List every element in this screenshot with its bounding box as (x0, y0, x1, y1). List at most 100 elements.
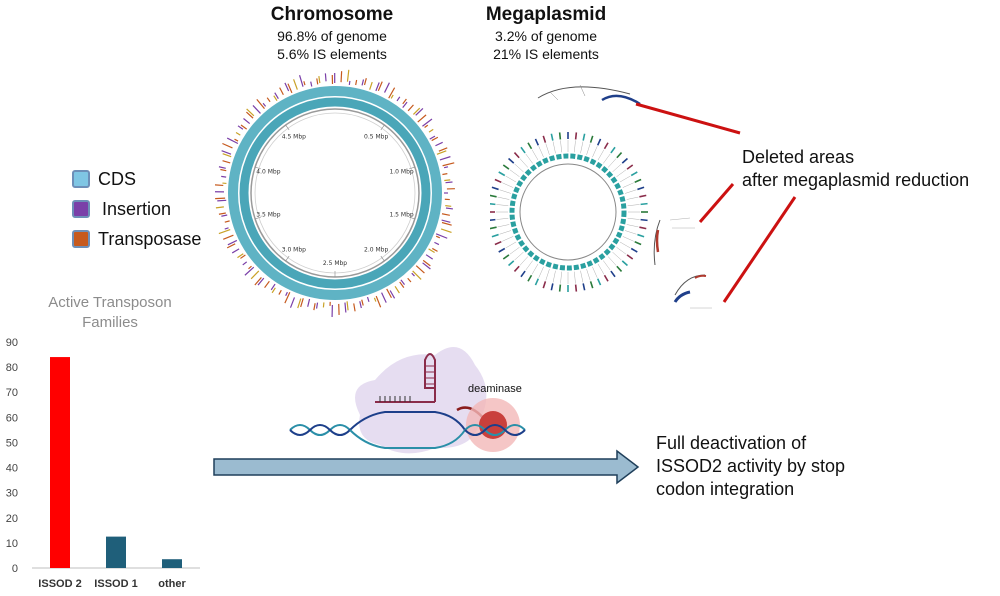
gene-leader (496, 218, 509, 220)
megaplasmid-title: Megaplasmid (485, 4, 607, 25)
feature-tick (284, 82, 290, 92)
gene-leader (574, 140, 576, 153)
feature-tick (375, 82, 380, 92)
gene-label-mark (550, 133, 554, 141)
feature-tick (246, 108, 255, 117)
feature-tick (434, 241, 440, 246)
gene-label-mark (596, 138, 602, 146)
gene-leader (612, 251, 622, 261)
feature-tick (381, 292, 387, 303)
feature-tick (324, 73, 327, 82)
gene-label-mark (498, 171, 506, 177)
y-tick-label: 30 (6, 488, 18, 500)
feature-tick (429, 135, 436, 140)
megaplasmid-map (490, 84, 712, 309)
gene-label-mark (640, 202, 648, 206)
gene-label-mark (558, 132, 562, 140)
gene-leader (616, 169, 627, 177)
feature-tick (215, 206, 224, 209)
gene-label-mark (494, 240, 502, 246)
gene-label-mark (626, 254, 634, 260)
feature-tick (240, 124, 248, 130)
gene-label-mark (603, 142, 609, 150)
gene-leader (496, 204, 509, 206)
feature-tick (222, 153, 232, 158)
feature-tick (441, 221, 452, 226)
feature-tick (428, 248, 435, 253)
feature-tick (242, 261, 248, 266)
gene-leader (622, 182, 634, 188)
gene-label-mark (637, 186, 645, 191)
gene-label-mark (574, 132, 578, 140)
gene-leader (612, 163, 622, 173)
gene-leader (560, 140, 562, 153)
scale-label: 2.5 Mbp (323, 260, 347, 267)
feature-tick (218, 212, 226, 215)
feature-tick (215, 184, 224, 187)
feature-tick (289, 297, 296, 308)
feature-tick (226, 137, 239, 145)
gene-label-mark (494, 178, 502, 184)
feature-tick (298, 75, 304, 87)
gene-leader (531, 149, 539, 161)
feature-tick (223, 234, 234, 240)
feature-tick (383, 82, 390, 93)
feature-tick (248, 265, 252, 270)
gene-label-mark (640, 218, 648, 222)
gene-label-mark (639, 226, 647, 230)
y-tick-label: 60 (6, 412, 18, 424)
gene-label-mark (610, 146, 616, 154)
scale-label: 2.0 Mbp (364, 247, 388, 254)
gene-label-mark (589, 135, 594, 143)
gene-label-mark (502, 254, 510, 260)
gene-label-mark (634, 178, 642, 184)
deleted-fragment-top (537, 84, 641, 106)
feature-tick (389, 290, 396, 299)
callout-line-tandem (722, 196, 797, 303)
feature-tick (221, 214, 228, 217)
gene-label-mark (490, 226, 497, 230)
bar-issod-2 (50, 357, 70, 568)
feature-tick (445, 181, 453, 184)
gene-leader (586, 143, 591, 155)
bar-issod-1 (106, 536, 126, 568)
gene-label-mark (534, 138, 540, 146)
feature-tick (369, 81, 373, 90)
gene-label-mark (582, 133, 586, 141)
feature-tick (443, 166, 449, 169)
gene-label-mark (634, 240, 642, 246)
gene-leader (552, 141, 556, 154)
gene-label-mark (520, 146, 526, 154)
feature-tick (431, 136, 439, 142)
feature-tick (257, 277, 265, 286)
feature-tick (428, 128, 434, 133)
legend-transposase: Transposase (72, 227, 201, 251)
feature-tick (244, 266, 255, 276)
feature-tick (271, 287, 276, 294)
feature-tick (441, 219, 451, 223)
feature-tick (278, 289, 282, 295)
gene-leader (514, 251, 524, 261)
gene-label-mark (639, 194, 647, 198)
outcome-line1: Full deactivation of (656, 433, 807, 453)
y-tick-label: 20 (6, 513, 18, 525)
gene-label-mark (616, 265, 623, 272)
feature-tick (227, 239, 238, 246)
feature-tick (346, 301, 349, 311)
feature-tick (346, 69, 350, 82)
gene-leader (580, 141, 584, 154)
feature-tick (322, 302, 325, 308)
gene-leader (626, 196, 639, 200)
gene-leader (525, 153, 533, 164)
gene-leader (545, 269, 550, 281)
gene-leader (626, 224, 639, 228)
scale-label: 3.0 Mbp (282, 247, 306, 254)
feature-tick (436, 150, 447, 155)
gene-leader (622, 236, 634, 242)
feature-tick (243, 118, 251, 125)
gene-label-mark (490, 194, 497, 198)
feature-tick (218, 229, 231, 235)
gene-label-mark (637, 233, 645, 238)
